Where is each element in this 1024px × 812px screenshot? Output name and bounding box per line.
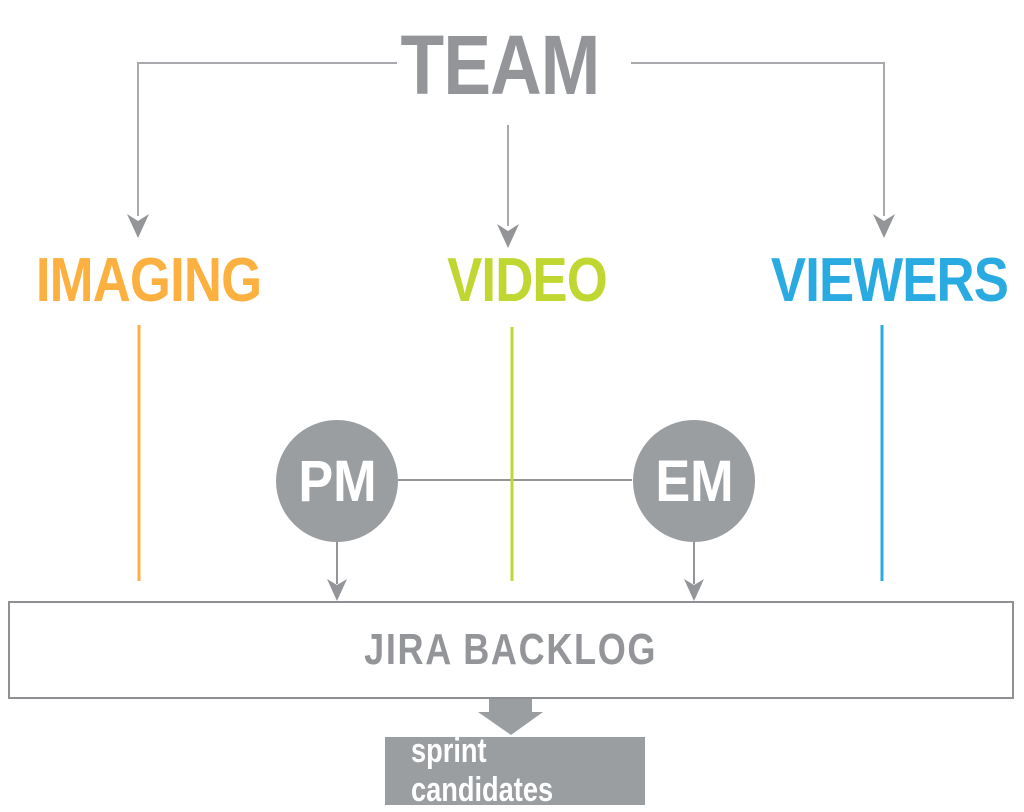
em-arrowhead-icon (684, 579, 704, 601)
sprint-candidates-box: sprint candidates (385, 732, 645, 809)
pm-node: PM (276, 420, 398, 542)
team-title: TEAM (350, 23, 650, 107)
jira-backlog-label: JIRA BACKLOG (364, 625, 658, 674)
sprint-candidates-label: sprint candidates (411, 732, 554, 809)
team-title-text: TEAM (400, 18, 601, 112)
em-node: EM (633, 420, 755, 542)
imaging-arrowhead-icon (127, 214, 149, 238)
pm-arrowhead-icon (327, 579, 347, 601)
branch-label-imaging-text: IMAGING (36, 246, 262, 315)
em-label: EM (654, 448, 734, 514)
branch-label-viewers-text: VIEWERS (770, 246, 1008, 315)
branch-label-viewers: VIEWERS (739, 250, 1024, 312)
team-to-imaging-connector (137, 62, 397, 216)
pm-label: PM (297, 448, 377, 514)
viewers-arrowhead-icon (873, 214, 895, 238)
branch-label-video-text: VIDEO (447, 246, 608, 315)
branch-label-imaging: IMAGING (0, 250, 299, 312)
video-arrowhead-icon (497, 224, 519, 248)
jira-backlog-box: JIRA BACKLOG (8, 601, 1014, 699)
branch-label-video: VIDEO (377, 250, 677, 312)
team-to-viewers-connector (631, 62, 885, 216)
backlog-to-sprint-arrow-icon (478, 699, 543, 735)
